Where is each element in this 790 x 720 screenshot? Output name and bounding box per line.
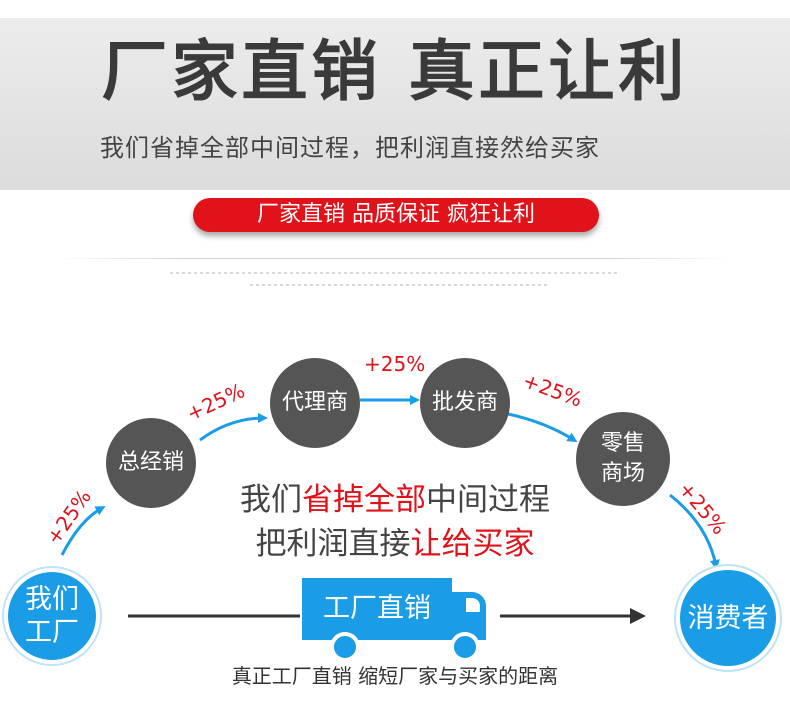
arrow-factory-to-general xyxy=(60,506,106,556)
footer-text: 真正工厂直销 缩短厂家与买家的距离 xyxy=(231,664,559,688)
node-factory-label: 我们 工厂 xyxy=(25,584,79,648)
slogan-pill: 厂家直销 品质保证 疯狂让利 xyxy=(193,198,599,232)
node-general-distributor: 总经销 xyxy=(106,418,196,508)
truck-window xyxy=(466,598,480,612)
faint-text-line xyxy=(170,272,620,274)
node-agent: 代理商 xyxy=(270,358,360,448)
rate-label-3: +25% xyxy=(364,352,426,376)
middle-line-1-a: 我们 xyxy=(240,482,302,518)
arrow-wholesale-to-retail xyxy=(507,412,578,443)
middle-line-1-c: 中间过程 xyxy=(426,482,550,518)
node-consumer-label: 消费者 xyxy=(687,602,769,634)
divider-line xyxy=(60,258,730,259)
truck-wheel xyxy=(450,632,480,662)
middle-line-2-b: 让给买家 xyxy=(410,526,535,562)
truck-wheel xyxy=(330,632,360,662)
middle-line-1: 我们省掉全部中间过程 xyxy=(180,474,610,519)
subline: 我们省掉全部中间过程，把利润直接然给买家 xyxy=(100,134,600,162)
node-retail-label: 零售 商场 xyxy=(600,431,645,486)
arrow-retail-to-consumer xyxy=(669,493,720,570)
headline: 厂家直销 真正让利 xyxy=(101,33,689,110)
node-factory: 我们 工厂 xyxy=(8,572,96,660)
faint-text-line xyxy=(250,284,550,286)
node-consumer: 消费者 xyxy=(680,570,776,666)
node-retail: 零售 商场 xyxy=(576,412,670,506)
node-general-label: 总经销 xyxy=(117,450,184,475)
node-wholesale-label: 批发商 xyxy=(431,390,498,415)
middle-line-2: 把利润直接让给买家 xyxy=(180,518,610,563)
node-agent-label: 代理商 xyxy=(281,390,348,415)
truck-body: 工厂直销 xyxy=(302,578,452,640)
top-banner xyxy=(0,18,790,190)
middle-line-2-a: 把利润直接 xyxy=(255,526,411,562)
arrow-general-to-agent xyxy=(199,413,268,442)
middle-line-1-b: 省掉全部 xyxy=(302,482,426,518)
node-wholesaler: 批发商 xyxy=(420,358,510,448)
